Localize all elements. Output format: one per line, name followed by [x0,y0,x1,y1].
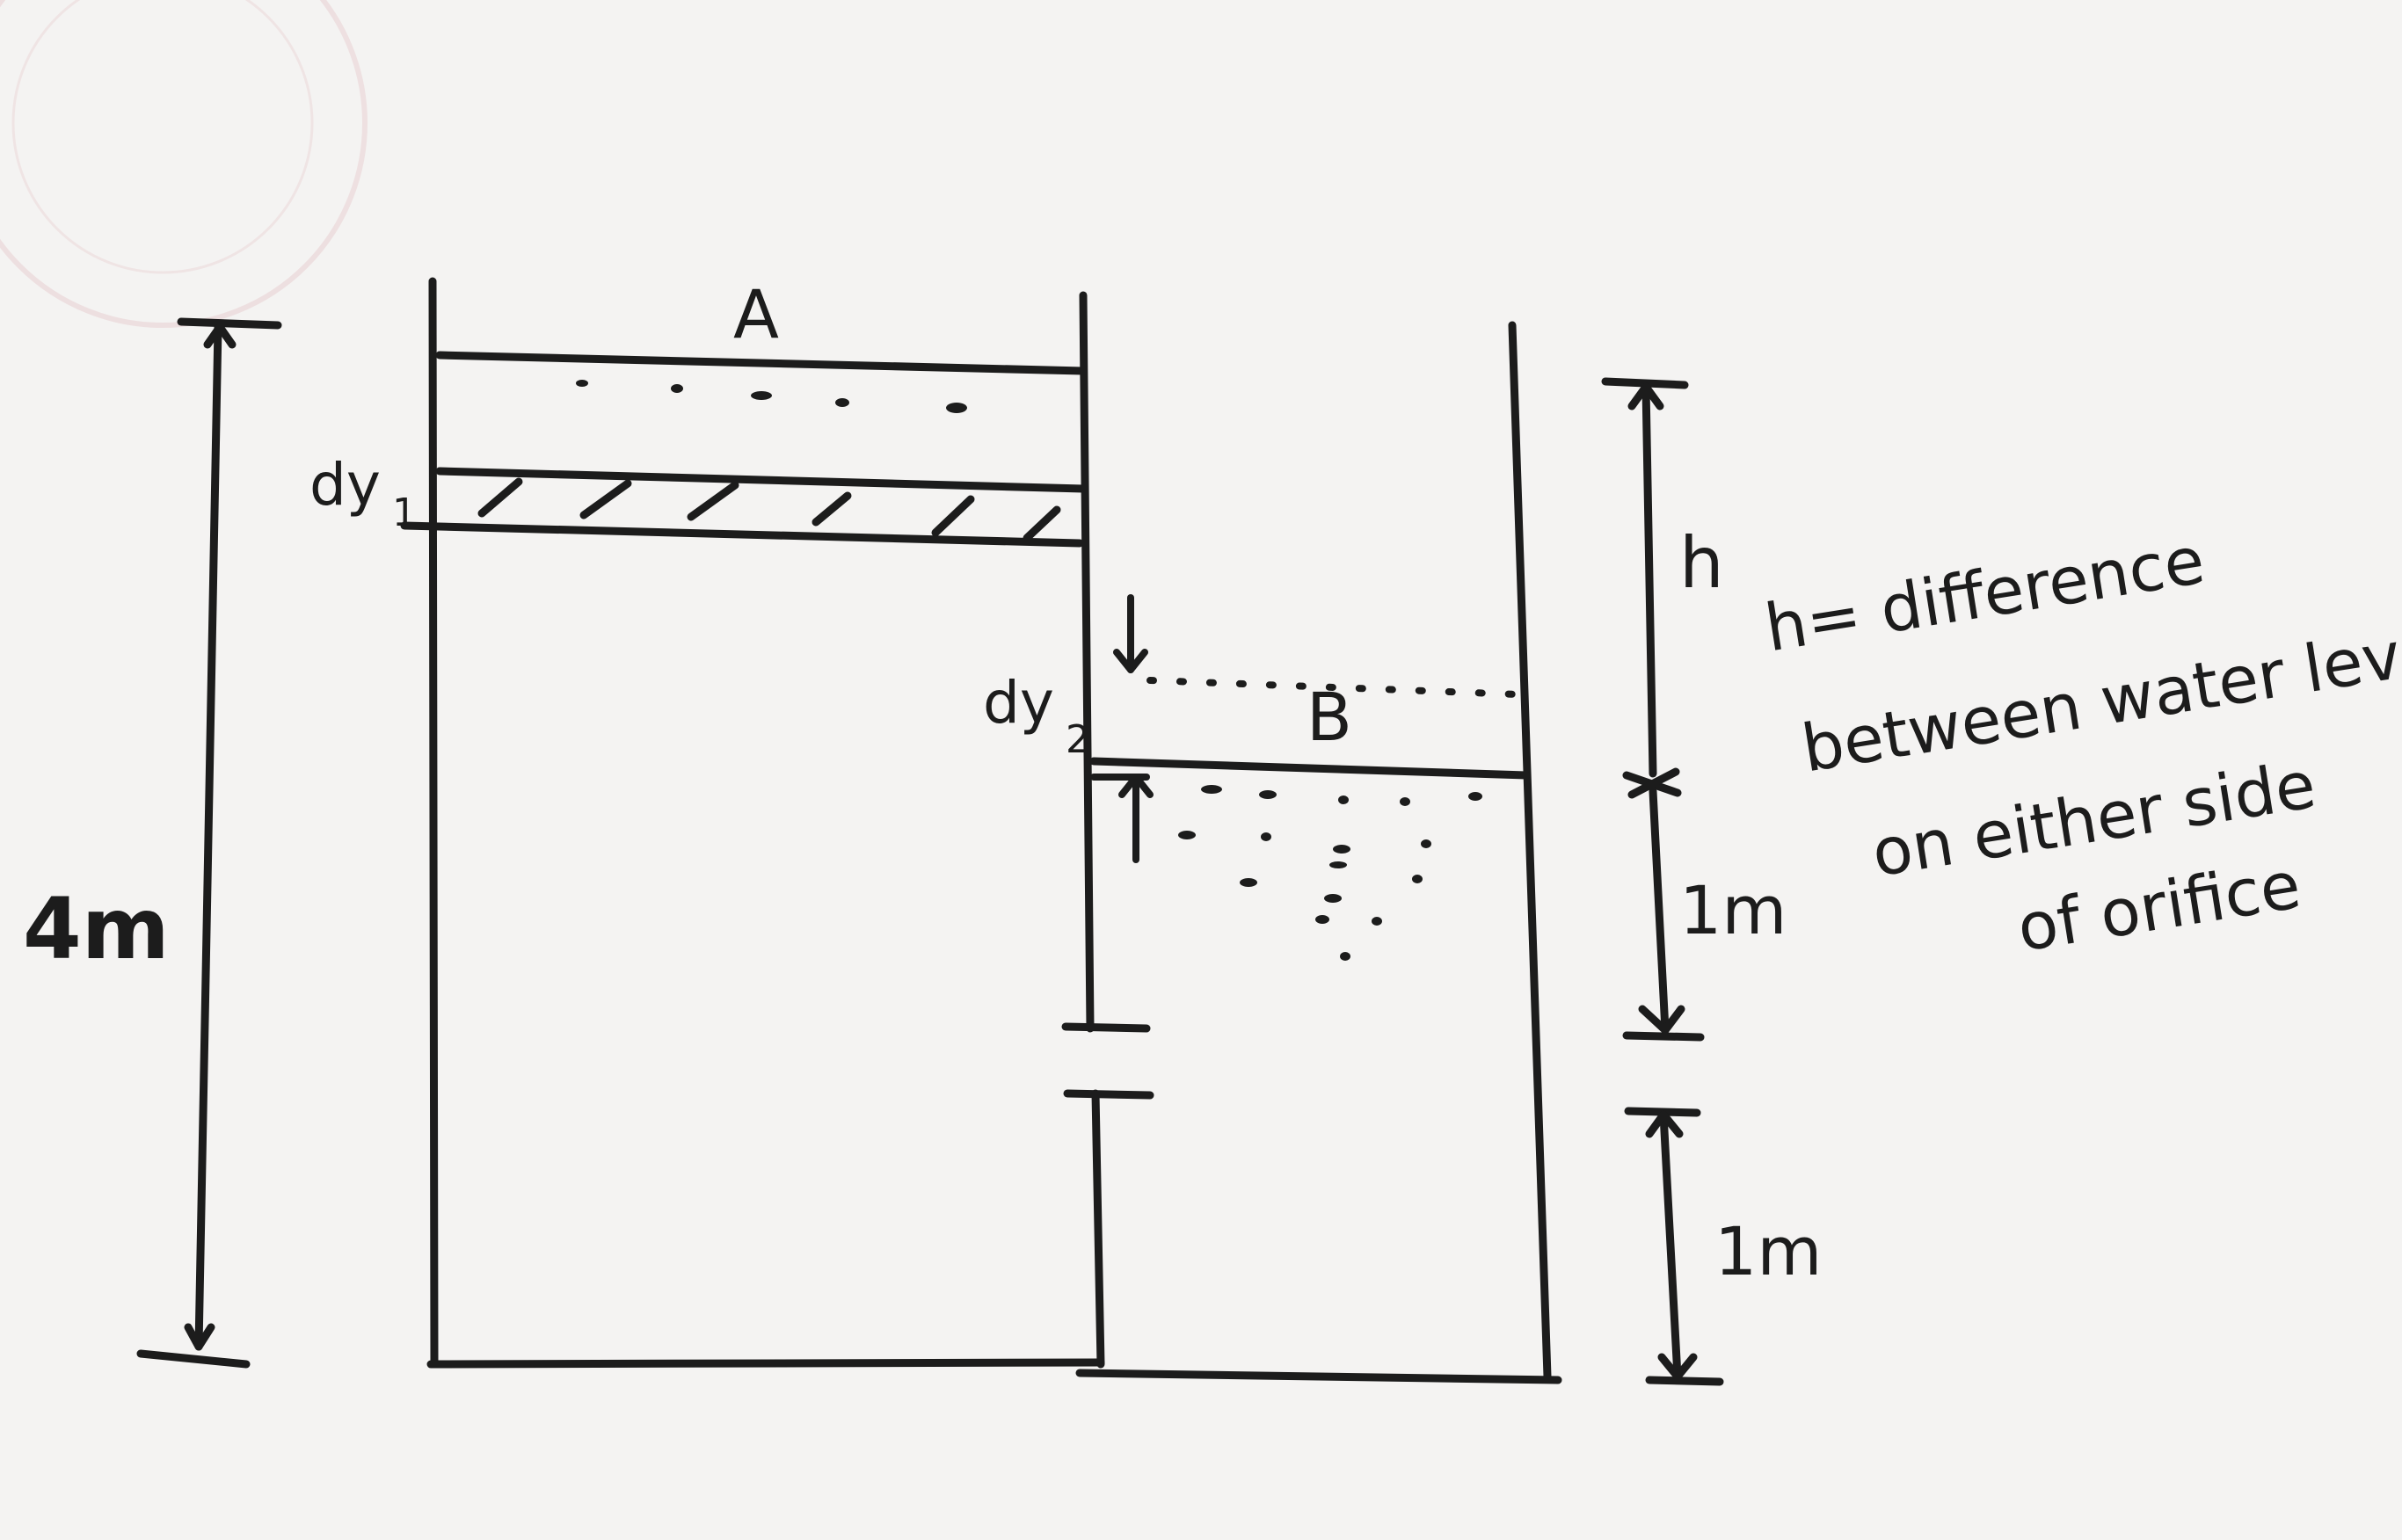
svg-text:dy: dy [309,451,381,519]
tank-a-bottom [426,1358,1105,1369]
svg-text:1: 1 [392,490,417,535]
orifice [1087,1034,1099,1088]
tank-b-water-line [1089,757,1531,780]
tank-b-right-wall [1508,321,1552,1381]
label-h: h [1679,522,1724,604]
tank-b [1075,321,1562,1384]
common-wall-lower [1091,1089,1105,1369]
tank-b-bottom [1075,1369,1562,1384]
faint-stamp [0,0,368,328]
tank-a-label: A [733,275,779,353]
svg-text:h= difference: h= difference [1760,523,2209,667]
svg-text:2: 2 [1066,717,1090,762]
label-1m-lower: 1m [1714,1212,1822,1290]
strip-bottom-line [400,521,1084,548]
tank-a-top-water-line [435,351,1088,375]
label-4m: 4m [23,880,170,978]
svg-text:of orifice: of orifice [2013,847,2305,967]
label-1m-upper: 1m [1679,871,1787,949]
tank-b-dotted-level [1146,677,1521,698]
strip-hatching [477,477,1061,542]
strip-top-line [435,467,1088,493]
orifice-bottom-lip [1063,1089,1154,1100]
tank-a-water-dots [576,380,967,413]
h-definition-note: h= difference between water level on eit… [1760,523,2402,967]
common-wall-upper [1079,291,1095,1033]
dimension-right [1601,377,1724,1386]
tank-b-water-dots [1178,785,1482,961]
tank-a-left-wall [428,277,439,1369]
dimension-4m [136,317,282,1369]
dy1-label: dy 1 [309,451,417,535]
dy2-down-arrow-head [1113,649,1148,673]
common-wall [1061,291,1154,1369]
svg-text:dy: dy [983,669,1054,737]
dy2-label: dy 2 [983,669,1090,762]
dy2-arrows [1090,594,1154,863]
tank-a [400,277,1105,1369]
orifice-top-lip [1061,1022,1151,1033]
tank-b-label: B [1307,678,1352,756]
